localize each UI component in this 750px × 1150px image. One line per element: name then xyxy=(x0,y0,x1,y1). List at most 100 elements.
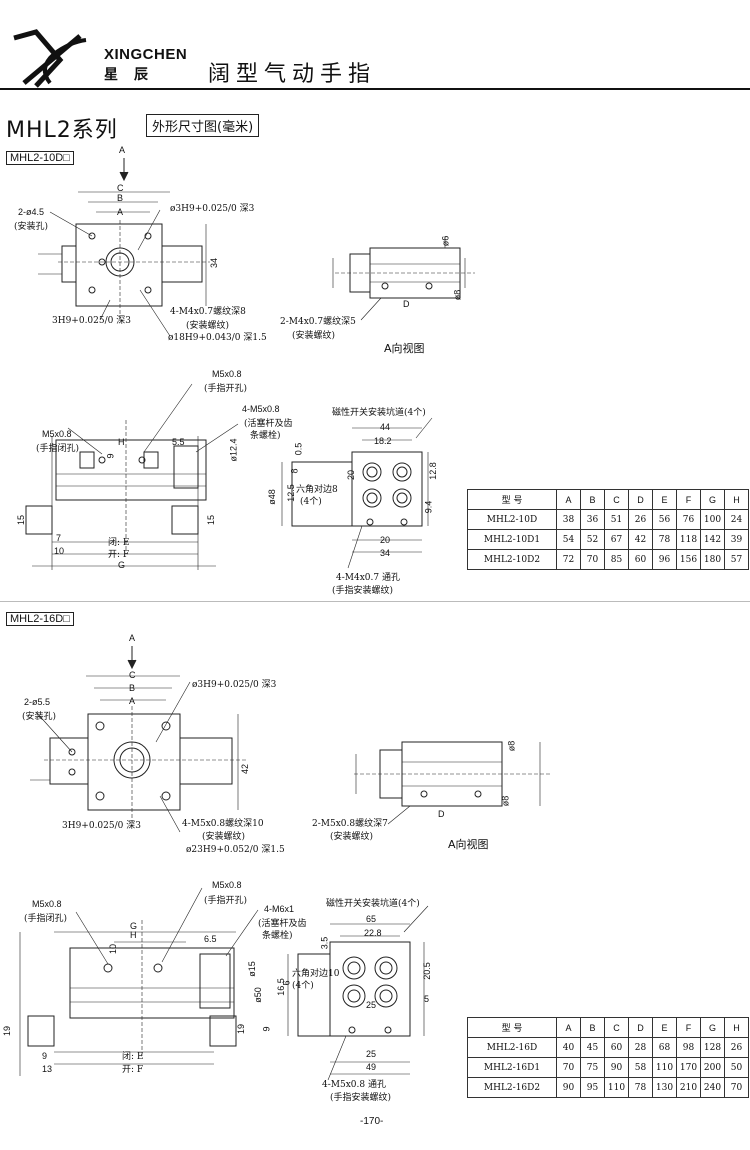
table-cell: 60 xyxy=(628,549,653,570)
close-port-note-10: (手指闭孔) xyxy=(36,444,80,454)
end-view-drawing-10 xyxy=(281,417,433,569)
side-thread-10: 2-M4x0.7螺纹深5 xyxy=(280,317,356,327)
page-number: -170- xyxy=(360,1116,384,1127)
end-thread-10: 4-M4x0.7 通孔 xyxy=(336,573,400,583)
table-header-d: D xyxy=(628,489,653,510)
hole-label-10: 2-ø4.5 xyxy=(18,207,45,217)
end-dim-6-16: 6 xyxy=(281,980,292,986)
table-cell: 70 xyxy=(724,1077,749,1098)
top-dim-42-16: 42 xyxy=(240,763,251,775)
pin-hole-16: ø3H9+0.025/0 深3 xyxy=(192,680,277,690)
table-cell: 51 xyxy=(604,509,629,530)
sensor-slot-10: 磁性开关安装坑道(4个) xyxy=(332,408,426,418)
top-dim-c-10: C xyxy=(117,183,124,193)
table-cell: 210 xyxy=(676,1077,701,1098)
table-cell: 78 xyxy=(628,1077,653,1098)
table-header-d: D xyxy=(628,1017,653,1038)
arrow-label-10: A xyxy=(119,145,126,155)
table-cell: MHL2-16D xyxy=(467,1037,557,1058)
table-cell: 68 xyxy=(652,1037,677,1058)
end-dim-20-5-16: 20.5 xyxy=(421,962,432,980)
end-dim-44-10: 44 xyxy=(380,422,391,432)
table-cell: 96 xyxy=(652,549,677,570)
front-dim-15b-10: 15 xyxy=(206,514,217,526)
side-view-drawing-16 xyxy=(354,741,550,825)
side-thread-16: 2-M5x0.8螺纹深7 xyxy=(312,819,388,829)
front-dim-6-5-16: 6.5 xyxy=(204,934,217,944)
front-dim-f-16: 开: F xyxy=(122,1065,144,1075)
table-cell: 240 xyxy=(700,1077,725,1098)
front-dim-15a-10: 15 xyxy=(16,514,27,526)
section-divider xyxy=(0,601,750,602)
table-cell: 38 xyxy=(556,509,581,530)
close-port-10: M5x0.8 xyxy=(42,429,72,439)
table-cell: 28 xyxy=(628,1037,653,1058)
front-dim-d15-16: ø15 xyxy=(246,961,257,977)
table-cell: 100 xyxy=(700,509,725,530)
hole-note-16: (安装孔) xyxy=(22,712,57,722)
piston-note2-10: 条螺栓) xyxy=(250,431,281,441)
front-dim-9-10: 9 xyxy=(105,453,116,459)
model-label-10: MHL2-10D□ xyxy=(6,151,74,165)
spec-table-16: 型 号 A B C D E F G H MHL2-16D 40 45 60 28… xyxy=(467,1017,749,1098)
top-view-drawing-10 xyxy=(38,158,210,337)
bore-label-10: ø18H9+0.043/0 深1.5 xyxy=(168,333,267,343)
table-row: MHL2-16D 40 45 60 28 68 98 128 26 xyxy=(467,1037,749,1058)
front-dim-19b-16: 19 xyxy=(236,1023,247,1035)
table-header-row: 型 号 A B C D E F G H xyxy=(467,1017,749,1038)
table-cell: 70 xyxy=(556,1057,581,1078)
unit-label: 外形尺寸图(毫米) xyxy=(146,114,260,137)
front-dim-19a-16: 19 xyxy=(2,1025,13,1037)
open-port-note-10: (手指开孔) xyxy=(204,384,248,394)
table-cell: 98 xyxy=(676,1037,701,1058)
side-dim-d6-10: ø6 xyxy=(440,235,451,247)
brand-name: XINGCHEN xyxy=(104,46,188,63)
piston-thread-16: 4-M6x1 xyxy=(264,904,295,914)
table-cell: 200 xyxy=(700,1057,725,1078)
side-dim-d-10: D xyxy=(403,299,410,309)
table-cell: 70 xyxy=(580,549,605,570)
table-cell: 85 xyxy=(604,549,629,570)
end-thread-note-16: (手指安装螺纹) xyxy=(330,1093,392,1103)
open-port-10: M5x0.8 xyxy=(212,369,242,379)
table-cell: 78 xyxy=(652,529,677,550)
table-cell: 50 xyxy=(724,1057,749,1078)
table-cell: 60 xyxy=(604,1037,629,1058)
front-dim-5-5-10: 5.5 xyxy=(172,437,185,447)
end-dim-20b-10: 20 xyxy=(380,535,391,545)
end-thread-16: 4-M5x0.8 通孔 xyxy=(322,1080,386,1090)
end-dim-25a-16: 25 xyxy=(366,1000,377,1010)
top-dim-a-16: A xyxy=(129,696,136,706)
brand-cn: 星辰 xyxy=(104,67,164,83)
top-dim-b-10: B xyxy=(117,193,124,203)
thread-note-10: (安装螺纹) xyxy=(186,321,230,331)
end-dim-18-2-10: 18.2 xyxy=(374,436,392,446)
table-cell: 90 xyxy=(556,1077,581,1098)
table-cell: 39 xyxy=(724,529,749,550)
front-dim-13-16: 13 xyxy=(42,1064,53,1074)
thread-note-16: (安装螺纹) xyxy=(202,832,246,842)
table-cell: 76 xyxy=(676,509,701,530)
table-cell: 42 xyxy=(628,529,653,550)
table-cell: 95 xyxy=(580,1077,605,1098)
table-header-f: F xyxy=(676,489,701,510)
end-dim-3-5-16: 3.5 xyxy=(319,936,330,950)
table-header-b: B xyxy=(580,1017,605,1038)
table-cell: 110 xyxy=(604,1077,629,1098)
end-dim-d50-16: ø50 xyxy=(252,987,263,1003)
end-dim-0-5-10: 0.5 xyxy=(293,442,304,456)
table-cell: 36 xyxy=(580,509,605,530)
table-header-c: C xyxy=(604,489,629,510)
front-dim-10-16: 10 xyxy=(108,943,119,955)
table-header-c: C xyxy=(604,1017,629,1038)
header-divider xyxy=(0,88,750,90)
table-cell: 52 xyxy=(580,529,605,550)
table-header-row: 型 号 A B C D E F G H xyxy=(467,489,749,510)
piston-note2-16: 条螺栓) xyxy=(262,931,293,941)
table-row: MHL2-16D1 70 75 90 58 110 170 200 50 xyxy=(467,1057,749,1078)
end-dim-9-4-10: 9.4 xyxy=(423,500,434,514)
side-dim-d8b-16: ø8 xyxy=(500,795,511,807)
table-cell: MHL2-10D2 xyxy=(467,549,557,570)
side-thread-note-10: (安装螺纹) xyxy=(292,331,336,341)
hole-label-16: 2-ø5.5 xyxy=(24,697,51,707)
